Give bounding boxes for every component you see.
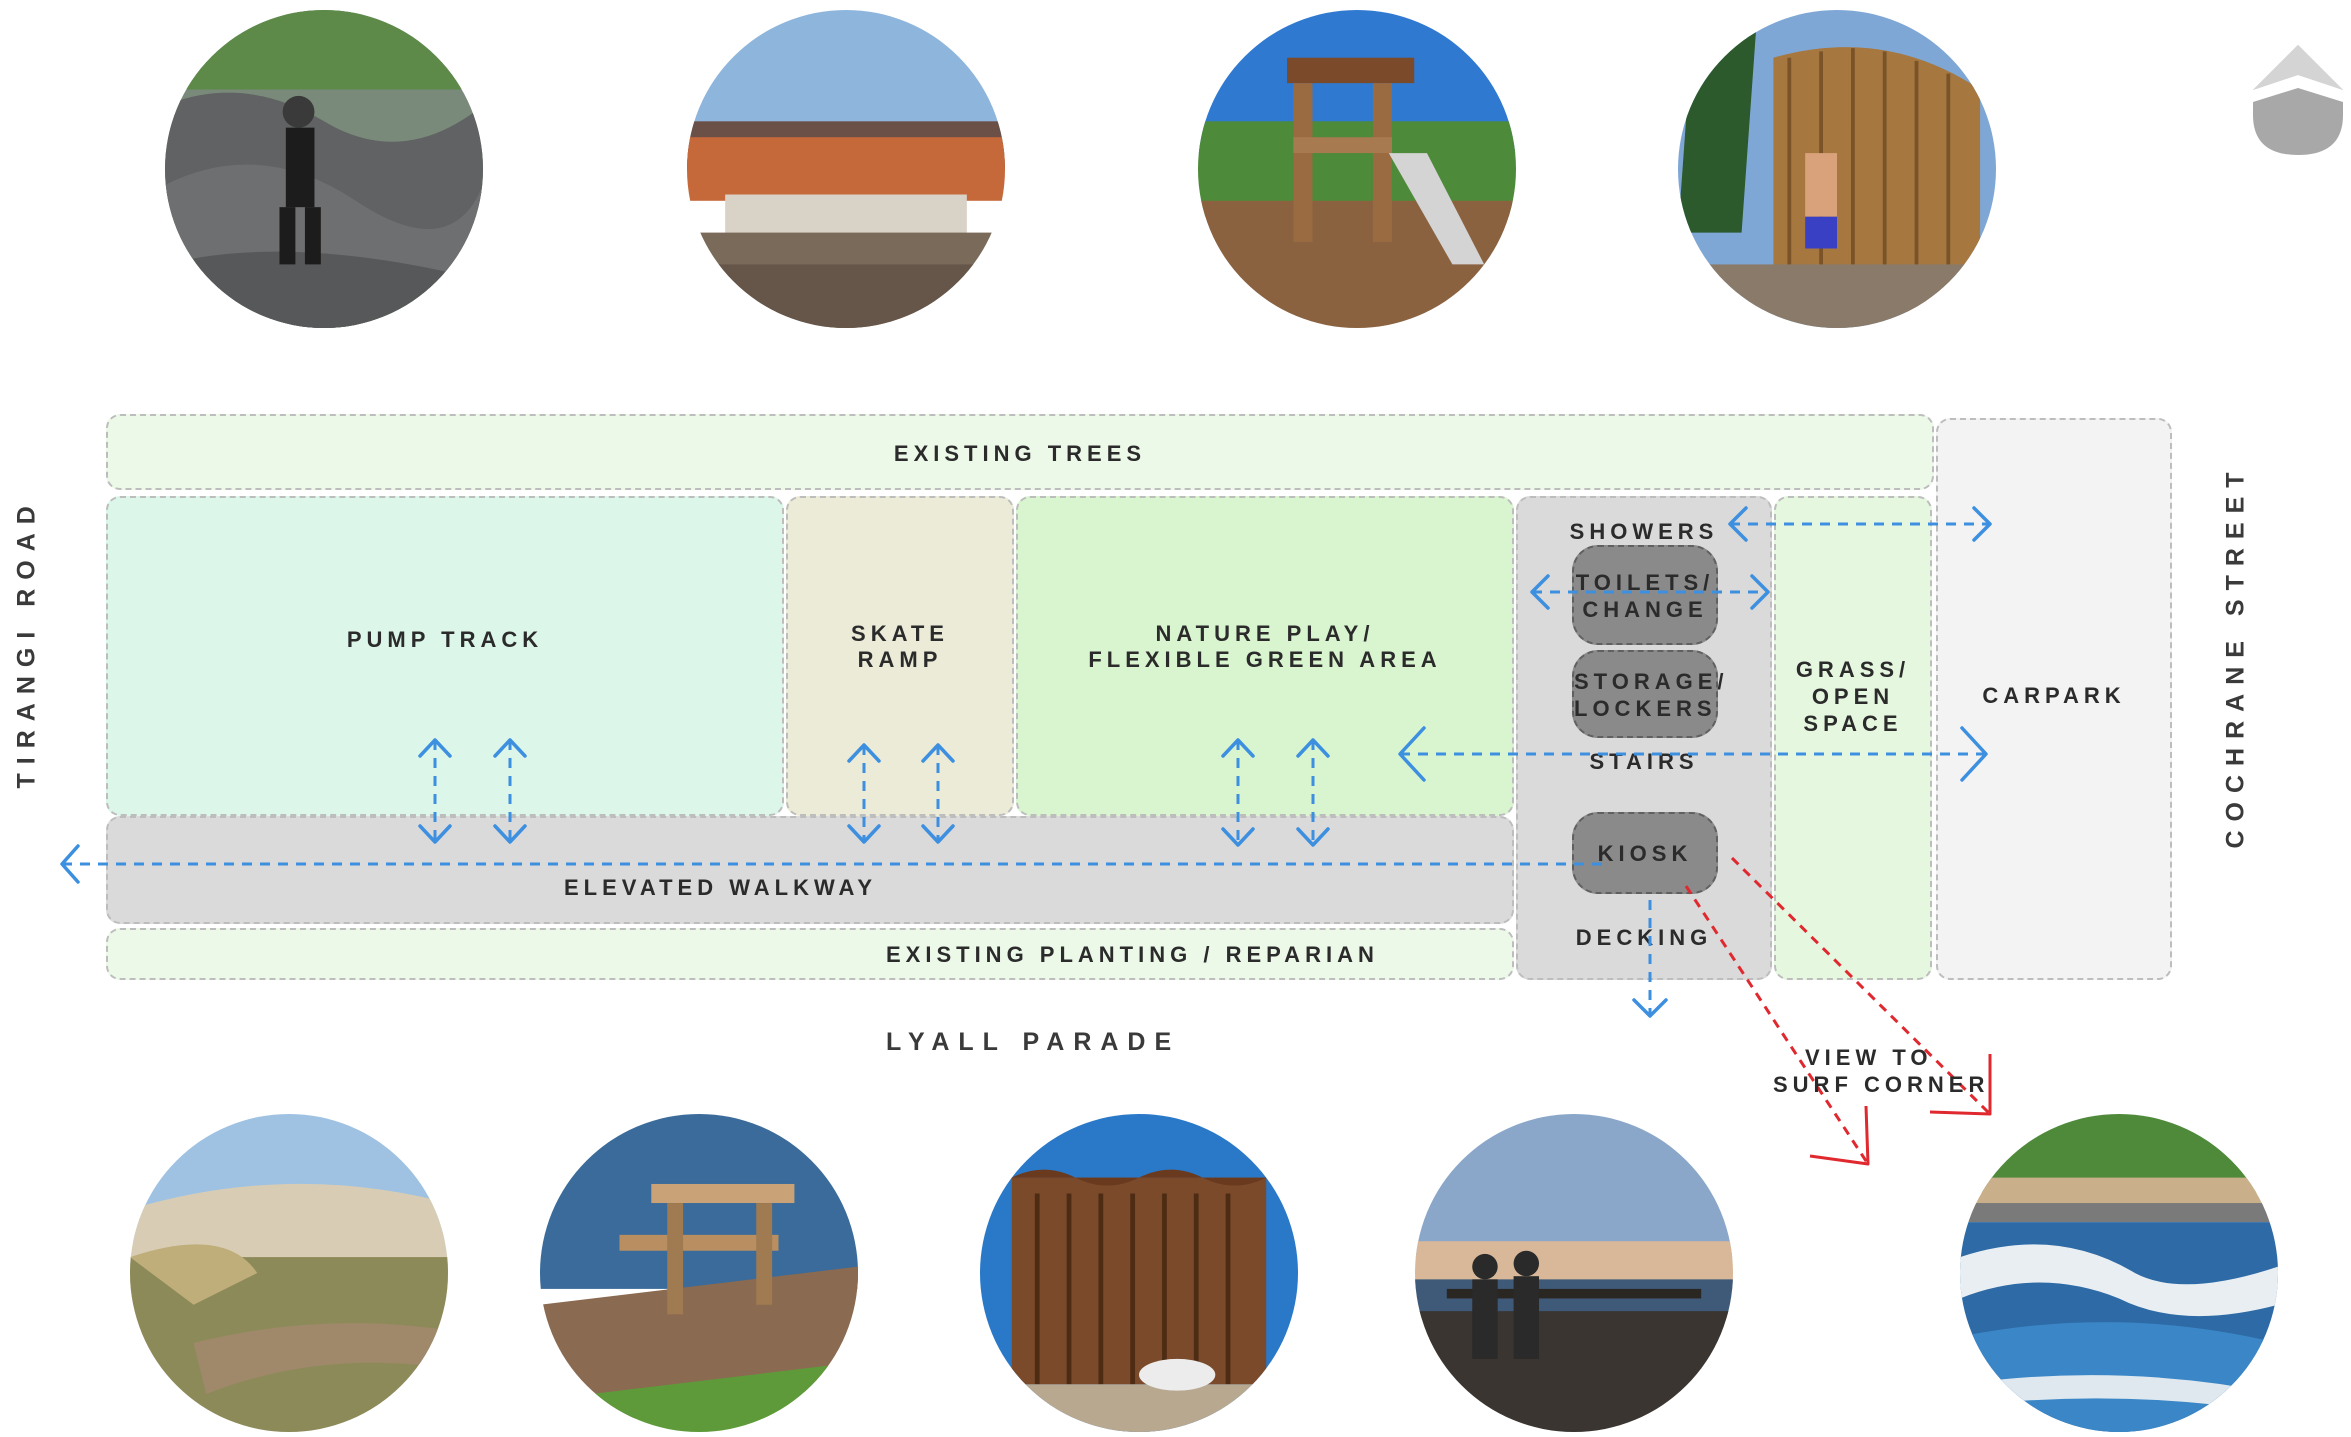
zone-grass-open-space: GRASS/ OPEN SPACE xyxy=(1774,496,1932,980)
photo-boardwalk xyxy=(130,1114,448,1432)
photo-lookout xyxy=(1415,1114,1733,1432)
grass-label-2: OPEN xyxy=(1811,684,1895,709)
photo-surf-corner xyxy=(1960,1114,2278,1432)
showers-label: SHOWERS xyxy=(1569,519,1719,544)
pump-track-label: PUMP TRACK xyxy=(346,627,544,652)
zone-existing-trees: EXISTING TREES xyxy=(106,414,1934,490)
grass-label-1: GRASS/ xyxy=(1795,657,1911,682)
storage-label-1: STORAGE/ xyxy=(1574,669,1729,694)
skate-ramp-label-2: RAMP xyxy=(857,647,943,672)
road-label-lyall: LYALL PARADE xyxy=(886,1028,1181,1056)
toilets-label-2: CHANGE xyxy=(1582,597,1708,622)
zone-pump-track: PUMP TRACK xyxy=(106,496,784,816)
decking-label: DECKING xyxy=(1575,925,1713,950)
photo-pump-track xyxy=(165,10,483,328)
pod-storage-lockers: STORAGE/ LOCKERS xyxy=(1572,650,1729,738)
grass-label-3: SPACE xyxy=(1803,711,1903,736)
photo-nature-play xyxy=(1198,10,1516,328)
photo-skate-ramp xyxy=(687,10,1005,328)
photo-picnic-deck xyxy=(540,1114,858,1432)
zone-carpark: CARPARK xyxy=(1936,418,2172,980)
road-label-tirangi: TIRANGI ROAD xyxy=(12,497,41,789)
pod-kiosk: KIOSK xyxy=(1572,812,1718,894)
pod-toilets-change: TOILETS/ CHANGE xyxy=(1572,545,1718,645)
zone-skate-ramp: SKATE RAMP xyxy=(786,496,1014,816)
toilets-label-1: TOILETS/ xyxy=(1575,570,1715,595)
existing-planting-label: EXISTING PLANTING / REPARIAN xyxy=(886,942,1379,967)
stairs-label: STAIRS xyxy=(1589,749,1699,774)
nature-play-label-1: NATURE PLAY/ xyxy=(1155,621,1375,646)
zone-existing-planting: EXISTING PLANTING / REPARIAN xyxy=(106,928,1514,980)
photo-showers xyxy=(1678,10,1996,328)
elevated-walkway-label: ELEVATED WALKWAY xyxy=(564,875,878,900)
logo-icon xyxy=(2253,45,2343,155)
existing-trees-label: EXISTING TREES xyxy=(893,441,1147,466)
storage-label-2: LOCKERS xyxy=(1574,696,1717,721)
zone-nature-play: NATURE PLAY/ FLEXIBLE GREEN AREA xyxy=(1016,496,1514,816)
zone-elevated-walkway: ELEVATED WALKWAY xyxy=(106,816,1514,924)
road-label-cochrane: COCHRANE STREET xyxy=(2221,463,2250,849)
nature-play-label-2: FLEXIBLE GREEN AREA xyxy=(1088,647,1442,672)
skate-ramp-label-1: SKATE xyxy=(851,621,949,646)
carpark-label: CARPARK xyxy=(1982,683,2126,708)
view-to-label-1: VIEW TO xyxy=(1805,1045,1933,1070)
photo-kiosk xyxy=(980,1114,1298,1432)
kiosk-label: KIOSK xyxy=(1597,841,1693,866)
view-to-label-2: SURF CORNER xyxy=(1773,1072,1990,1097)
